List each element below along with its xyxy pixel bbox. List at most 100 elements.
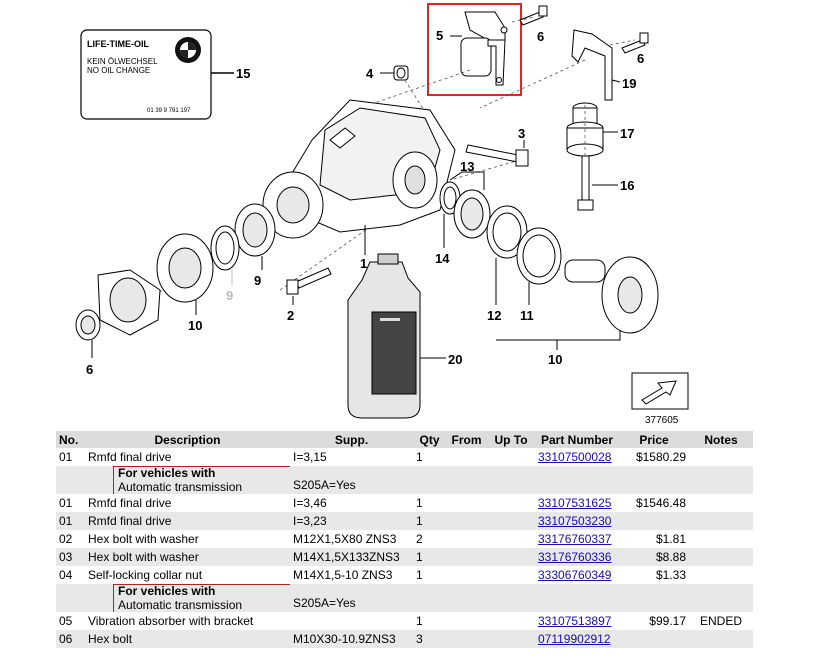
cell-price: $1580.29 (635, 450, 686, 464)
callout-6b: 6 (637, 51, 644, 66)
callout-17: 16 (620, 178, 634, 193)
seal-ring-part-12 (516, 227, 562, 285)
cell-no: 04 (59, 568, 73, 582)
cell-from (446, 630, 487, 648)
cell-qty: 1 (413, 512, 446, 530)
callout-6a: 6 (537, 29, 544, 44)
part-number-link[interactable]: 33107531625 (538, 496, 612, 510)
cell-notes (689, 630, 753, 648)
callout-16: 15 (236, 66, 250, 81)
cell-up-to (487, 530, 535, 548)
cell-from (446, 548, 487, 566)
cell-price: $1.81 (655, 532, 686, 546)
oil-label-sticker: LIFE-TIME-OIL KEIN ÖLWECHSEL NO OIL CHAN… (80, 29, 212, 120)
cell-from (446, 530, 487, 548)
callout-1: 1 (360, 256, 367, 271)
seal-part-10 (234, 203, 276, 257)
cell-price: $99.17 (649, 614, 686, 628)
cell-up-to (487, 630, 535, 648)
note-supp: S205A=Yes (290, 584, 413, 612)
hex-bolt-part-6b (621, 32, 649, 54)
cell-no: 05 (59, 614, 73, 628)
bmw-logo-icon (175, 37, 201, 63)
cell-part-number: 07119902912 (535, 630, 619, 648)
cell-from (446, 612, 487, 630)
ring-part-9 (210, 225, 240, 271)
cell-supp: I=3,23 (290, 512, 413, 530)
cell-from (446, 448, 487, 466)
cell-description: Rmfd final drive (88, 450, 172, 464)
cell-no: 03 (56, 548, 85, 566)
hex-bolt-part-2 (286, 267, 332, 295)
cell-supp: M14X1,5X133ZNS3 (290, 548, 413, 566)
cell-price: $8.88 (619, 548, 689, 566)
diagram-id: 377605 (645, 415, 679, 426)
callout-10: 9 (254, 273, 261, 288)
part-number-link[interactable]: 07119902912 (538, 632, 611, 646)
cell-description: Rmfd final drive (85, 512, 290, 530)
note-title: For vehicles with (118, 466, 216, 480)
note-subtitle: Automatic transmission (118, 480, 243, 494)
cell-no: 01 (59, 450, 73, 464)
seal-ring-part-13 (486, 205, 528, 259)
cell-supp: I=3,46 (293, 496, 327, 510)
cell-qty: 1 (416, 496, 423, 510)
cell-qty: 1 (416, 614, 423, 628)
cell-qty: 2 (416, 532, 423, 546)
oil-label-title: LIFE-TIME-OIL (87, 39, 149, 49)
hex-bolt-part-6a (519, 5, 548, 26)
note-title: For vehicles with (118, 584, 216, 598)
cell-up-to (487, 612, 535, 630)
callout-13: 12 (487, 308, 501, 323)
cell-notes (689, 566, 753, 584)
cell-from (446, 494, 487, 512)
cell-part-number: 33176760337 (535, 530, 619, 548)
highlight-box-item-5 (427, 3, 522, 96)
col-header-no: No. (56, 431, 85, 448)
cell-part-number: 33107503230 (535, 512, 619, 530)
callout-18: 17 (620, 126, 634, 141)
cell-notes (689, 494, 753, 512)
cell-price (619, 630, 689, 648)
cell-up-to (487, 494, 535, 512)
col-header-notes: Notes (689, 431, 753, 448)
part-number-link[interactable]: 33306760349 (538, 568, 612, 582)
cell-up-to (487, 566, 535, 584)
part-number-link[interactable]: 33107500028 (538, 450, 612, 464)
cell-up-to (487, 512, 535, 530)
cell-price: $1546.48 (635, 496, 686, 510)
part-number-link[interactable]: 33176760336 (538, 550, 612, 564)
cell-description: Hex bolt with washer (85, 548, 290, 566)
cell-no: 02 (59, 532, 73, 546)
part-number-link[interactable]: 33107503230 (538, 514, 612, 528)
cell-part-number: 33107500028 (535, 448, 619, 466)
cell-no: 01 (56, 512, 85, 530)
note-supp: S205A=Yes (290, 466, 413, 494)
cell-no: 01 (59, 496, 73, 510)
cell-description: Hex bolt with washer (88, 532, 199, 546)
cell-description: Rmfd final drive (88, 496, 172, 510)
part-number-link[interactable]: 33107513897 (538, 614, 612, 628)
cell-price (619, 512, 689, 530)
seal-part-7 (75, 309, 101, 341)
hex-bolt-part-3 (465, 144, 529, 167)
callout-11: 10 (548, 352, 562, 367)
callout-12: 11 (520, 308, 534, 323)
cell-description: Vibration absorber with bracket (88, 614, 254, 628)
oil-label-line1: KEIN ÖLWECHSEL (87, 57, 158, 66)
cell-notes (689, 512, 753, 530)
cell-qty: 1 (413, 548, 446, 566)
cell-notes: ENDED (699, 614, 742, 628)
table-row: 05 Vibration absorber with bracket 1 331075… (56, 612, 753, 630)
bolt-part-17 (577, 155, 594, 211)
part-number-link[interactable]: 33176760337 (538, 532, 612, 546)
shaft-seal-part-14 (439, 181, 491, 239)
cell-no: 06 (56, 630, 85, 648)
callout-20: 20 (448, 352, 462, 367)
oil-bottle-part-20 (347, 253, 421, 419)
cell-supp: I=3,15 (293, 450, 327, 464)
callout-8: 10 (188, 318, 202, 333)
